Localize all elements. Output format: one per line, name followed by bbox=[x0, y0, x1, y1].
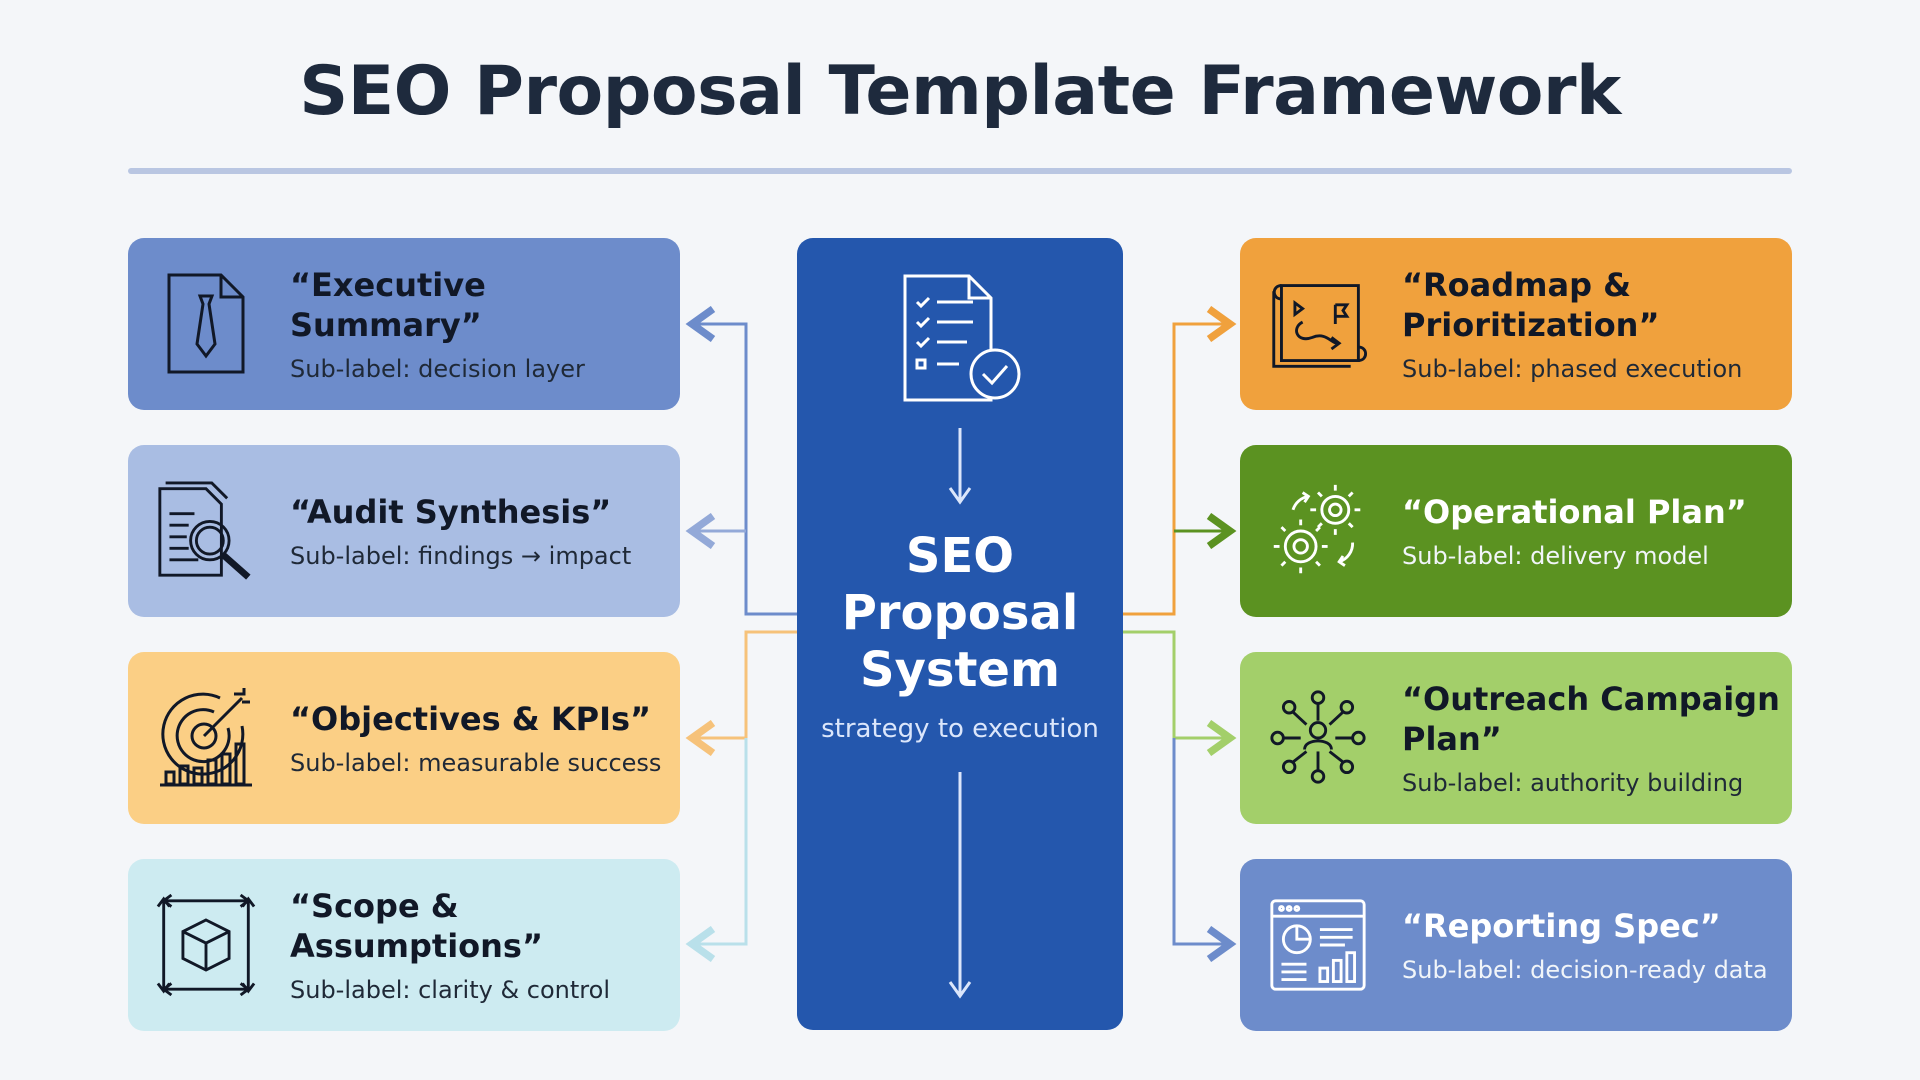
target-chart-icon bbox=[156, 683, 256, 793]
title-divider bbox=[128, 168, 1792, 174]
card-label: “Executive Summary” bbox=[290, 266, 486, 344]
card-sublabel: Sub-label: measurable success bbox=[290, 749, 662, 777]
card-sublabel: Sub-label: clarity & control bbox=[290, 976, 610, 1004]
card-label: “Operational Plan” bbox=[1402, 493, 1747, 531]
page-title: SEO Proposal Template Framework bbox=[299, 52, 1621, 131]
card-reporting-spec: “Reporting Spec” Sub-label: decision-rea… bbox=[1240, 859, 1792, 1031]
gears-icon bbox=[1268, 476, 1368, 586]
down-arrow-icon bbox=[948, 428, 972, 505]
card-label: “Roadmap & Prioritization” bbox=[1402, 266, 1660, 344]
card-sublabel: Sub-label: phased execution bbox=[1402, 355, 1743, 383]
card-scope-assumptions: “Scope & Assumptions” Sub-label: clarity… bbox=[128, 859, 680, 1031]
card-objectives-kpis: “Objectives & KPIs” Sub-label: measurabl… bbox=[128, 652, 680, 824]
card-executive-summary: “Executive Summary” Sub-label: decision … bbox=[128, 238, 680, 410]
card-operational-plan: “Operational Plan” Sub-label: delivery m… bbox=[1240, 445, 1792, 617]
map-route-icon bbox=[1268, 269, 1368, 379]
card-label: “Objectives & KPIs” bbox=[290, 700, 652, 738]
network-person-icon bbox=[1268, 683, 1368, 793]
down-arrow-icon bbox=[948, 772, 972, 999]
card-label: “Scope & Assumptions” bbox=[290, 887, 543, 965]
cube-expand-icon bbox=[156, 890, 256, 1000]
card-outreach-campaign-plan: “Outreach Campaign Plan” Sub-label: auth… bbox=[1240, 652, 1792, 824]
magnifier-document-icon bbox=[156, 476, 256, 586]
card-label: “Outreach Campaign Plan” bbox=[1402, 680, 1780, 758]
card-roadmap-prioritization: “Roadmap & Prioritization” Sub-label: ph… bbox=[1240, 238, 1792, 410]
card-label: “Reporting Spec” bbox=[1402, 907, 1721, 945]
center-title: SEO Proposal System bbox=[841, 528, 1079, 698]
card-sublabel: Sub-label: findings → impact bbox=[290, 542, 632, 570]
card-sublabel: Sub-label: decision-ready data bbox=[1402, 956, 1768, 984]
document-tie-icon bbox=[156, 269, 256, 379]
center-subtitle: strategy to execution bbox=[821, 714, 1099, 744]
card-audit-synthesis: “Audit Synthesis” Sub-label: findings → … bbox=[128, 445, 680, 617]
card-sublabel: Sub-label: delivery model bbox=[1402, 542, 1709, 570]
center-system-block: SEO Proposal System strategy to executio… bbox=[797, 238, 1123, 1030]
checklist-check-icon bbox=[899, 272, 1023, 406]
card-sublabel: Sub-label: decision layer bbox=[290, 355, 585, 383]
dashboard-report-icon bbox=[1268, 890, 1368, 1000]
card-sublabel: Sub-label: authority building bbox=[1402, 769, 1744, 797]
card-label: “Audit Synthesis” bbox=[290, 493, 612, 531]
